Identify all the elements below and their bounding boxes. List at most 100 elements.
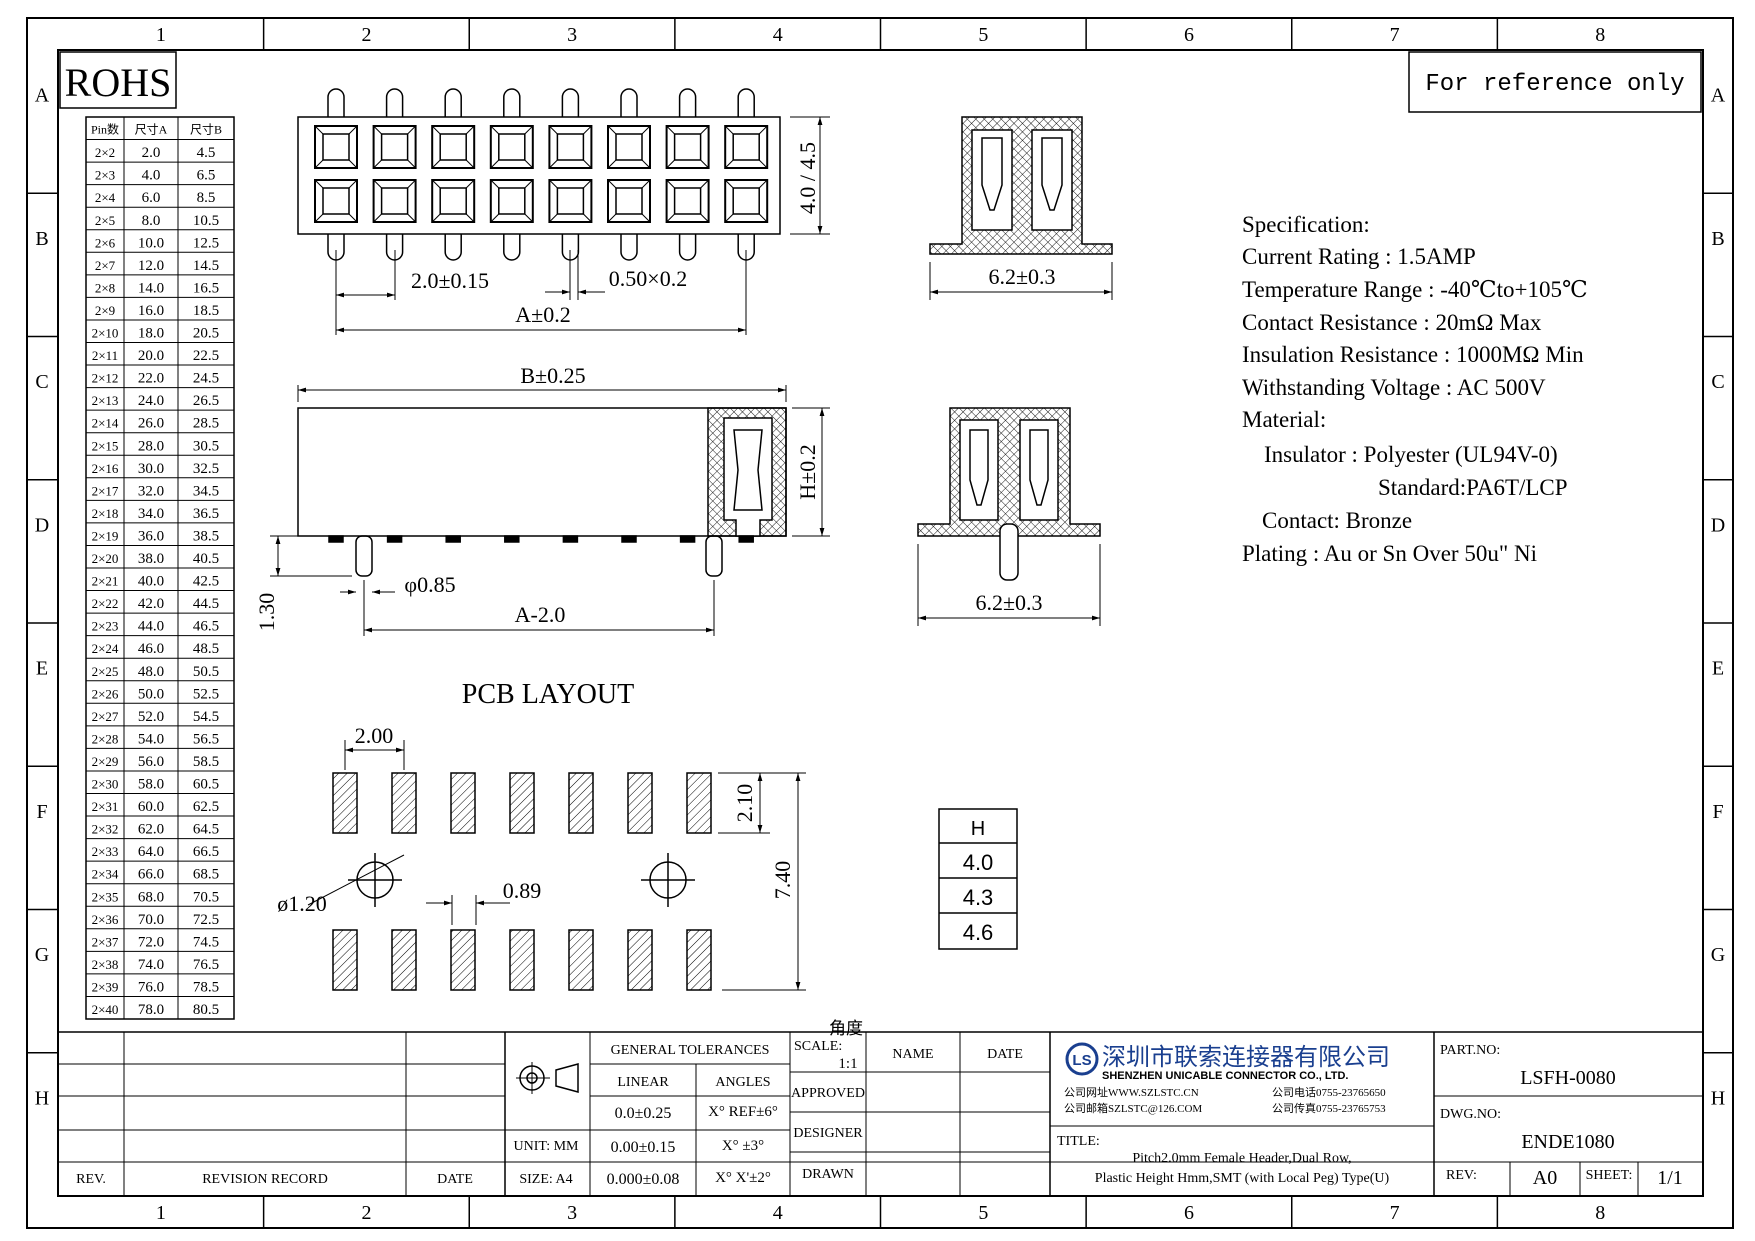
pin-table-cell: 74.0 xyxy=(138,957,164,973)
pin-table-cell: 2×27 xyxy=(92,709,119,724)
spec-voltage: Withstanding Voltage : AC 500V xyxy=(1242,375,1546,400)
pin-table-cell: 2×31 xyxy=(92,799,119,814)
pin-table-cell: 2×39 xyxy=(92,979,119,994)
pin-table-cell: 2×25 xyxy=(92,664,119,679)
reference-note: For reference only xyxy=(1425,71,1684,98)
grid-row-label: F xyxy=(36,801,47,823)
specification: Specification: Current Rating : 1.5AMP T… xyxy=(1242,212,1588,566)
pin-table-cell: 28.0 xyxy=(138,438,164,454)
pcb-pad xyxy=(627,929,653,991)
pin-table-cell: 2×18 xyxy=(92,506,119,521)
pin-table-cell: 36.5 xyxy=(193,506,219,522)
top-pin-lead xyxy=(737,88,755,117)
pin-table-cell: 70.5 xyxy=(193,889,219,905)
pin-table-cell: 58.5 xyxy=(193,754,219,770)
pin-table-cell: 24.0 xyxy=(138,393,164,409)
pin-table-cell: 2×15 xyxy=(92,438,119,453)
pin-table-cell: 4.0 xyxy=(142,168,161,184)
pcb-pad xyxy=(686,772,712,834)
pin-table-cell: 2×5 xyxy=(95,213,115,228)
pin-table-cell: 24.5 xyxy=(193,371,219,387)
grid-column-label: 5 xyxy=(978,1202,988,1224)
pin-table-cell: 40.0 xyxy=(138,574,164,590)
grid-column-label: 4 xyxy=(773,1202,783,1224)
pin-table-cell: 34.0 xyxy=(138,506,164,522)
pin-table-cell: 2×32 xyxy=(92,822,119,837)
contact-cavity xyxy=(724,179,769,223)
top-pin-lead xyxy=(327,88,345,117)
pin-table-cell: 2×12 xyxy=(92,371,119,386)
pin-table-cell: 10.0 xyxy=(138,235,164,251)
grid-row-label: C xyxy=(35,371,48,393)
linear-label: LINEAR xyxy=(617,1075,669,1090)
contact-cavity xyxy=(431,179,476,223)
angles-label: ANGLES xyxy=(715,1075,770,1090)
pin-table-cell: 44.0 xyxy=(138,619,164,635)
grid-column-label: 3 xyxy=(567,1202,577,1224)
grid-column-label: 4 xyxy=(773,24,783,46)
grid-row-label: D xyxy=(35,514,49,536)
dim-a-tolerance: A±0.2 xyxy=(515,302,570,327)
pin-table-cell: 72.0 xyxy=(138,934,164,950)
drawing-title-line-1: Pitch2.0mm Female Header,Dual Row, xyxy=(1132,1151,1351,1166)
h-table-header: H xyxy=(971,818,985,840)
pin-table-cell: 2.0 xyxy=(142,145,161,161)
angle-cn-label: 角度 xyxy=(829,1019,863,1038)
pin-table-cell: 64.5 xyxy=(193,822,219,838)
pin-table-cell: 16.5 xyxy=(193,280,219,296)
pcb-pad xyxy=(568,929,594,991)
spec-heading: Specification: xyxy=(1242,212,1370,237)
grid-row-label: B xyxy=(1711,228,1724,250)
linear-tol-3: 0.000±0.08 xyxy=(607,1171,680,1188)
contact-cavity xyxy=(665,125,710,169)
company-web: 公司网址WWW.SZLSTC.CN xyxy=(1064,1085,1199,1099)
pin-table-cell: 2×28 xyxy=(92,731,119,746)
pin-table-cell: 62.5 xyxy=(193,799,219,815)
pin-table-cell: 2×38 xyxy=(92,957,119,972)
pcb-pad xyxy=(627,772,653,834)
pin-table-cell: 70.0 xyxy=(138,912,164,928)
pin-table-cell: 10.5 xyxy=(193,213,219,229)
pin-table-cell: 2×14 xyxy=(92,416,119,431)
pin-table-cell: 2×11 xyxy=(92,348,118,363)
scale-value: 1:1 xyxy=(838,1056,857,1072)
rohs-label: ROHS xyxy=(65,60,172,105)
pin-table-cell: 2×16 xyxy=(92,461,119,476)
pin-table-cell: 54.5 xyxy=(193,709,219,725)
title-label: TITLE: xyxy=(1057,1134,1100,1149)
pin-table-cell: 2×10 xyxy=(92,326,119,341)
pcb-pad-width: 0.89 xyxy=(503,878,542,903)
spec-contact-resistance: Contact Resistance : 20mΩ Max xyxy=(1242,310,1542,335)
smt-tail xyxy=(328,535,344,543)
smt-tail xyxy=(386,535,403,543)
top-pin-lead xyxy=(620,88,638,117)
h-value: 4.6 xyxy=(963,920,994,945)
unit-label: UNIT: MM xyxy=(513,1139,579,1154)
pin-table-cell: 8.0 xyxy=(142,213,161,229)
grid-row-label: A xyxy=(1711,85,1726,107)
pin-table-cell: 42.0 xyxy=(138,596,164,612)
pin-table-cell: 20.5 xyxy=(193,326,219,342)
linear-tol-2: 0.00±0.15 xyxy=(611,1139,676,1156)
sheet-value: 1/1 xyxy=(1657,1167,1683,1189)
pin-table-cell: 16.0 xyxy=(138,303,164,319)
spec-temperature: Temperature Range : -40℃to+105℃ xyxy=(1242,277,1588,302)
pin-table-cell: 8.5 xyxy=(197,190,216,206)
pin-table-cell: 36.0 xyxy=(138,528,164,544)
pin-table-cell: 48.5 xyxy=(193,641,219,657)
rohs-box: ROHS xyxy=(59,51,177,109)
pin-table-cell: 68.0 xyxy=(138,889,164,905)
pin-table-cell: 20.0 xyxy=(138,348,164,364)
pin-table-cell: 2×20 xyxy=(92,551,119,566)
dim-peg-height: 1.30 xyxy=(254,593,279,632)
pcb-layout xyxy=(307,740,806,991)
smt-tail xyxy=(445,535,461,543)
contact-cavity xyxy=(724,125,769,169)
smt-tail xyxy=(738,535,754,543)
part-no-value: LSFH-0080 xyxy=(1520,1067,1616,1089)
grid-row-label: H xyxy=(35,1087,49,1109)
dwg-no-label: DWG.NO: xyxy=(1440,1107,1501,1122)
smt-tail xyxy=(621,535,637,543)
pin-table-cell: 14.0 xyxy=(138,280,164,296)
front-view xyxy=(270,385,830,636)
